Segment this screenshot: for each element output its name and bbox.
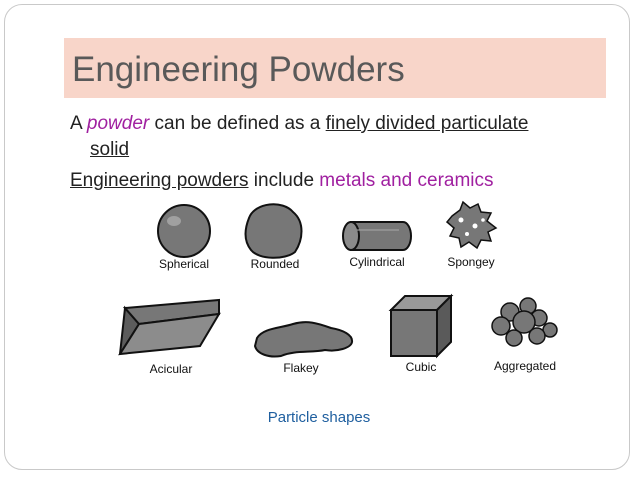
cubic-label: Cubic xyxy=(406,360,437,374)
flakey-particle xyxy=(253,321,354,358)
engineering-powders-subject: Engineering powders xyxy=(70,170,249,191)
slide-title: Engineering Powders xyxy=(72,50,405,89)
engineering-powders-line: Engineering powders include metals and c… xyxy=(70,170,494,192)
include-text: include xyxy=(248,170,320,191)
rounded-particle xyxy=(244,203,303,259)
aggregated-particle xyxy=(491,297,558,347)
powder-term: powder xyxy=(86,113,150,134)
acicular-label: Acicular xyxy=(150,362,193,376)
cubic-particle xyxy=(388,293,454,359)
spherical-particle xyxy=(157,204,211,258)
rounded-label: Rounded xyxy=(251,257,300,271)
cylindrical-label: Cylindrical xyxy=(349,255,404,269)
definition-mid: can be defined as a xyxy=(149,113,326,134)
definition-continuation: solid xyxy=(90,139,129,161)
title-band xyxy=(64,38,606,98)
acicular-particle xyxy=(118,298,221,356)
definition-solid: solid xyxy=(90,139,130,160)
definition-line: A powder can be defined as a finely divi… xyxy=(70,113,528,135)
metals-ceramics-text: metals and ceramics xyxy=(319,170,494,191)
definition-underlined: finely divided particulate xyxy=(325,113,529,134)
particle-shapes-figure: Spherical Rounded Cylindrical Spongey Ac… xyxy=(118,200,558,376)
definition-pre: A xyxy=(70,113,87,134)
flakey-label: Flakey xyxy=(283,361,318,375)
cylindrical-particle xyxy=(342,221,412,251)
spongey-particle xyxy=(445,200,498,250)
aggregated-label: Aggregated xyxy=(494,359,556,373)
figure-caption: Particle shapes xyxy=(267,409,371,426)
spherical-label: Spherical xyxy=(159,257,209,271)
spongey-label: Spongey xyxy=(447,255,494,269)
